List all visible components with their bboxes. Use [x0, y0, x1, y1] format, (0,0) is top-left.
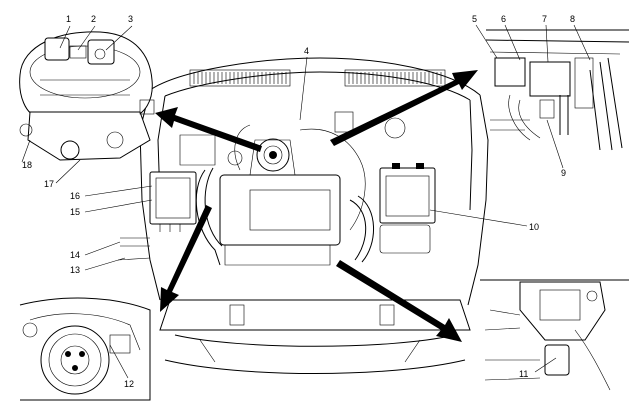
pointer-arrows [155, 70, 478, 342]
callout-6: 6 [501, 14, 506, 24]
callout-14: 14 [70, 250, 80, 260]
leader-lines [21, 24, 591, 379]
main-engine-bay [117, 57, 489, 374]
inset-bottom-right [480, 279, 629, 391]
callout-5: 5 [472, 14, 477, 24]
inset-throttle-body [19, 31, 155, 161]
callout-11: 11 [519, 369, 528, 379]
cowl-grille-left [189, 69, 291, 87]
callout-15: 15 [70, 207, 80, 217]
callout-18: 18 [22, 160, 32, 170]
callout-3: 3 [128, 14, 133, 24]
callout-1: 1 [66, 14, 71, 24]
callout-16: 16 [70, 191, 80, 201]
callout-8: 8 [570, 14, 575, 24]
callout-13: 13 [70, 265, 80, 275]
callout-7: 7 [542, 14, 547, 24]
cowl-grille-right [344, 69, 446, 87]
battery [379, 163, 436, 224]
callout-10: 10 [529, 222, 539, 232]
engine-block [195, 124, 374, 266]
callout-2: 2 [91, 14, 96, 24]
callout-17: 17 [44, 179, 54, 189]
callout-4: 4 [304, 46, 309, 56]
callout-labels: 1 2 3 4 5 6 7 8 9 10 11 12 13 14 15 16 1… [22, 14, 575, 389]
inset-crank-pulley [19, 297, 151, 401]
inset-top-right [485, 29, 629, 151]
ecu-module [149, 171, 197, 232]
callout-9: 9 [561, 168, 566, 178]
callout-12: 12 [124, 379, 134, 389]
